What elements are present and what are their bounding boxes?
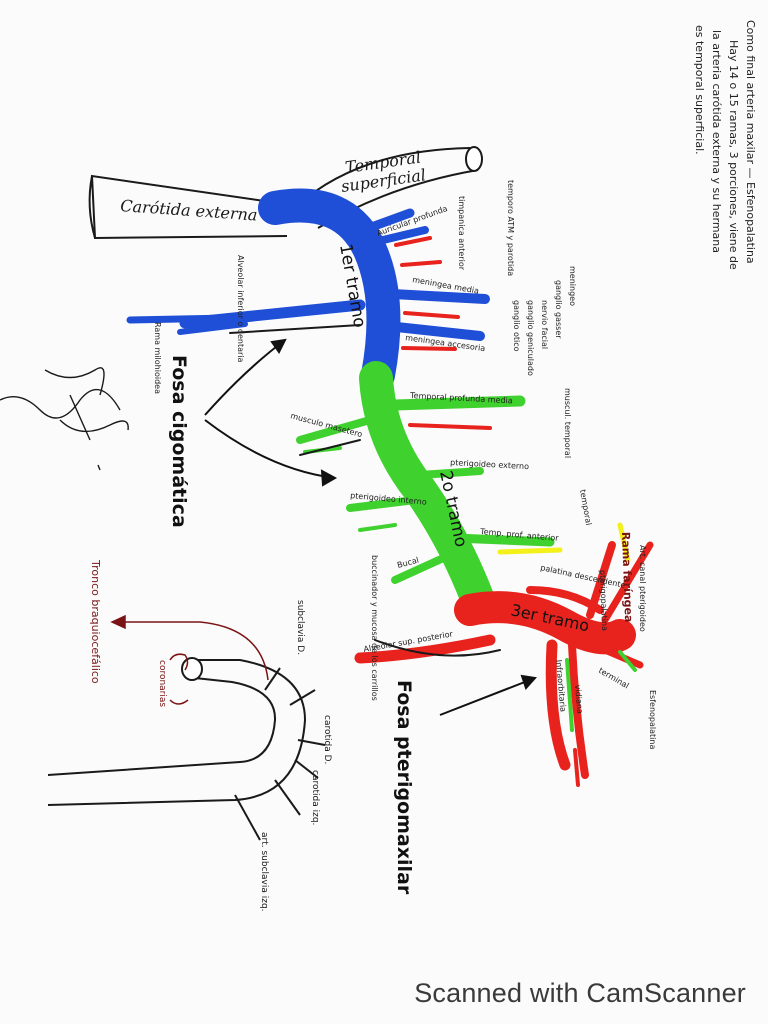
label-palatina-descendente: palatina descendente — [540, 563, 627, 590]
carotida-externa-vessel — [88, 174, 288, 240]
coronarias-bracket — [169, 653, 189, 705]
note-line-3: la arteria carótida externa y su hermana — [710, 30, 723, 253]
aortic-arch-sketch — [47, 657, 326, 841]
note-line-4: es temporal superficial. — [693, 25, 706, 155]
label-carotida-izq: carotida izq. — [310, 770, 320, 825]
label-nervio-facial: nervio facial — [540, 300, 549, 349]
label-buccinador: buccinador y mucosa de los carrillos — [370, 555, 379, 701]
label-art-canal: Art. canal pterigoideo — [638, 545, 647, 632]
scanner-watermark: Scanned with CamScanner — [414, 978, 746, 1008]
notes-block: Como final arteria maxilar — Esfenopalat… — [693, 20, 757, 270]
label-alveolar-inferior: Alveolar inferior o dentaria — [236, 255, 245, 363]
fosa-cigomatica-arrows — [204, 338, 338, 487]
label-pterigoideo-externo: pterigoideo externo — [450, 458, 529, 471]
label-coronarias: coronarias — [157, 660, 167, 707]
fosa-pterigomaxilar-label: Fosa pterigomaxilar — [393, 680, 415, 895]
label-musculo-temporal: muscul. temporal — [563, 388, 572, 458]
carotida-externa-label: Carótida externa — [120, 196, 258, 225]
label-rama-milohioidea: Rama milohioidea — [153, 322, 162, 394]
rama-faringea-label: Rama faríngea — [619, 532, 635, 623]
label-pterigopalatina: pterigopalatina — [598, 570, 609, 631]
handwritten-signature — [0, 367, 129, 471]
label-temporo-atm: temporo ATM y parotida — [506, 180, 515, 276]
label-carotida-d: carotida D. — [322, 715, 332, 764]
fosa-pterigomaxilar-arrow — [439, 674, 537, 716]
label-meningeo: meningeo — [568, 266, 577, 306]
label-esfenopalatina: Esfenopalatina — [648, 690, 657, 749]
branch-ink-lines — [229, 324, 501, 657]
label-ganglio-geniculado: ganglio geniculado — [526, 300, 535, 376]
tramo-3-segment — [354, 541, 654, 779]
label-ganglio-otico: ganglio otico — [512, 300, 521, 352]
label-ganglio-gasser: ganglio gasser — [554, 280, 563, 339]
note-line-2: Hay 14 o 15 ramas, 3 porciones, viene de — [727, 40, 740, 270]
tramo-2-segment — [296, 361, 555, 617]
label-subclavia-d: subclavia D. — [295, 600, 305, 655]
label-vidiana: vidiana — [573, 684, 585, 714]
note-line-1: Como final arteria maxilar — Esfenopalat… — [744, 20, 757, 264]
label-terminal: terminal — [597, 666, 630, 691]
highlight-marks — [303, 236, 637, 787]
tronco-arrow — [110, 614, 269, 681]
label-timpanica: timpanica anterior — [457, 196, 466, 271]
tramo-1-segment — [126, 188, 490, 392]
label-subclavia-izq: art. subclavia izq. — [259, 832, 269, 912]
arch-labels: subclavia D. carotida D. carotida izq. a… — [157, 600, 332, 912]
label-temporal-small: temporal — [578, 489, 593, 526]
fosa-cigomatica-label: Fosa cigomática — [168, 355, 190, 528]
tronco-label: Tronco braquiocefálico — [89, 559, 102, 684]
